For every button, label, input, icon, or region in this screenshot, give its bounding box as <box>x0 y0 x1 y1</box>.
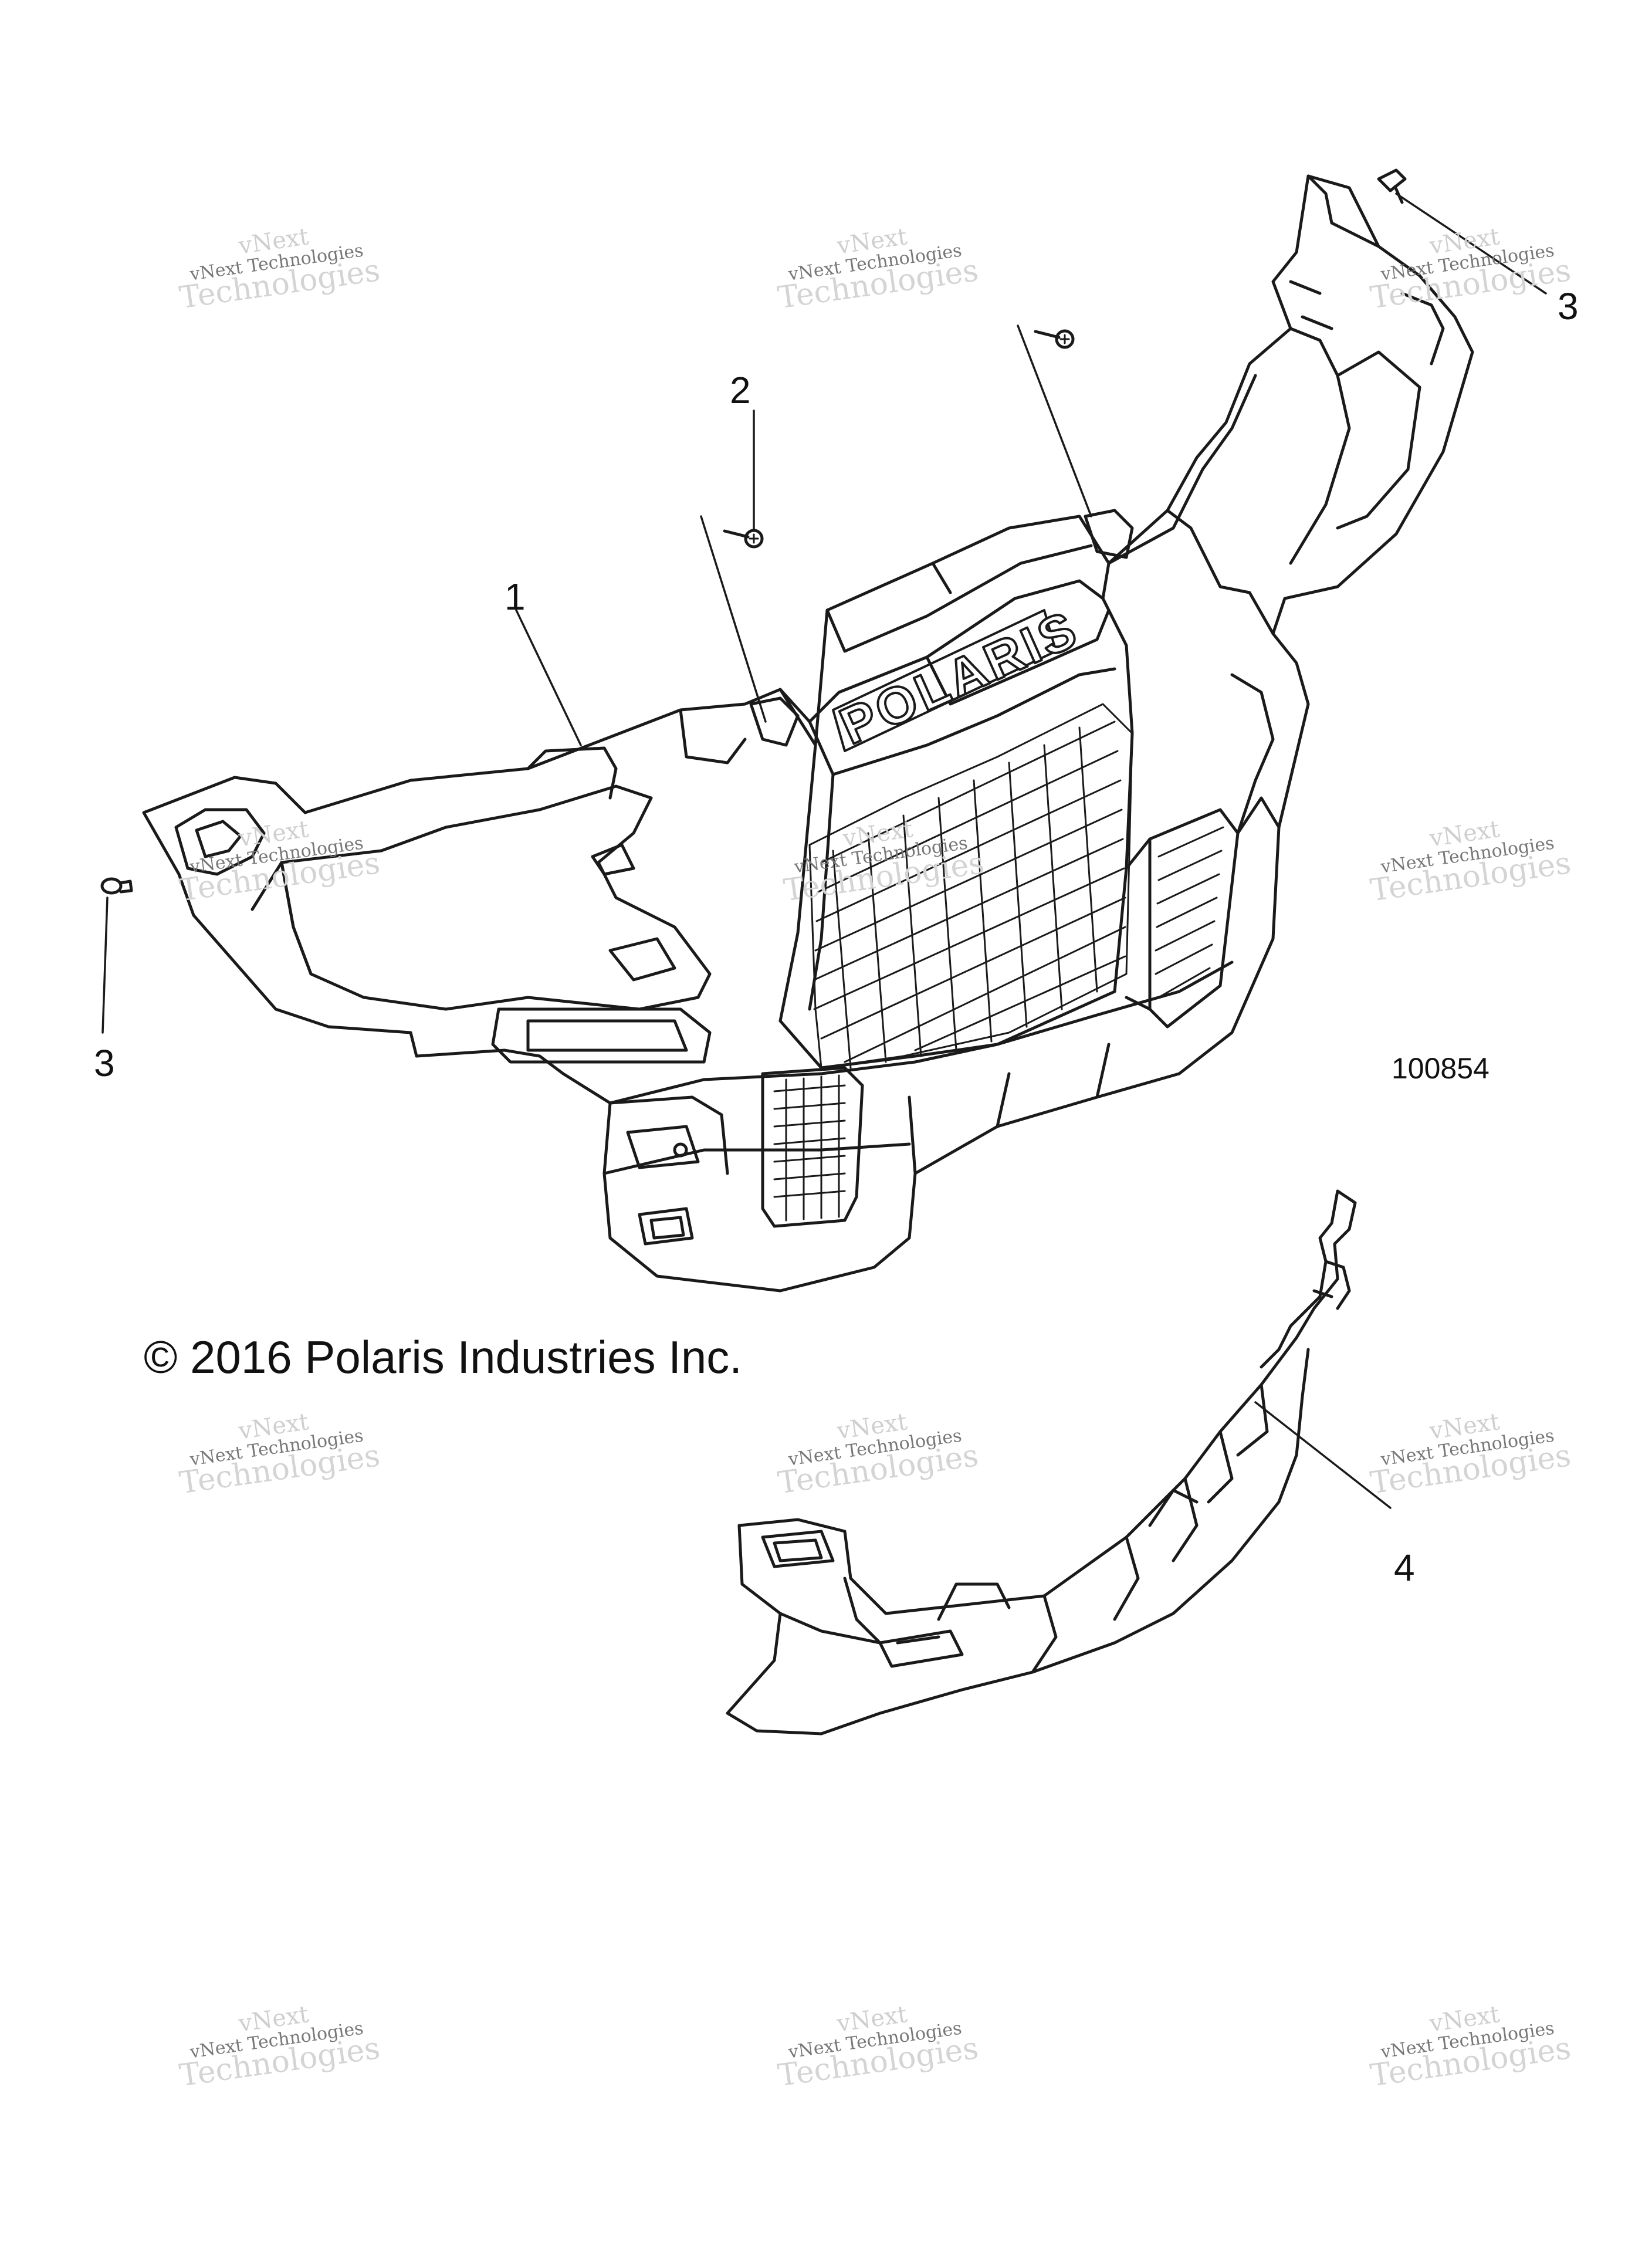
leader-lines <box>101 192 1547 1509</box>
drawing-number: 100854 <box>1392 1052 1489 1085</box>
copyright-notice: © 2016 Polaris Industries Inc. <box>144 1331 742 1383</box>
callout-3-left: 3 <box>94 1042 115 1084</box>
callout-2: 2 <box>730 369 751 411</box>
front-bumper-assembly: POLARIS <box>142 174 1474 1293</box>
screw-2-left <box>723 529 764 549</box>
callout-4: 4 <box>1394 1547 1415 1589</box>
callout-3-right: 3 <box>1558 285 1579 327</box>
lower-valance-part-4 <box>726 1189 1357 1736</box>
grille-mesh <box>808 703 1133 1069</box>
screw-2-right <box>1034 329 1075 349</box>
callout-1: 1 <box>505 576 526 618</box>
rivet-3-left <box>100 877 133 895</box>
